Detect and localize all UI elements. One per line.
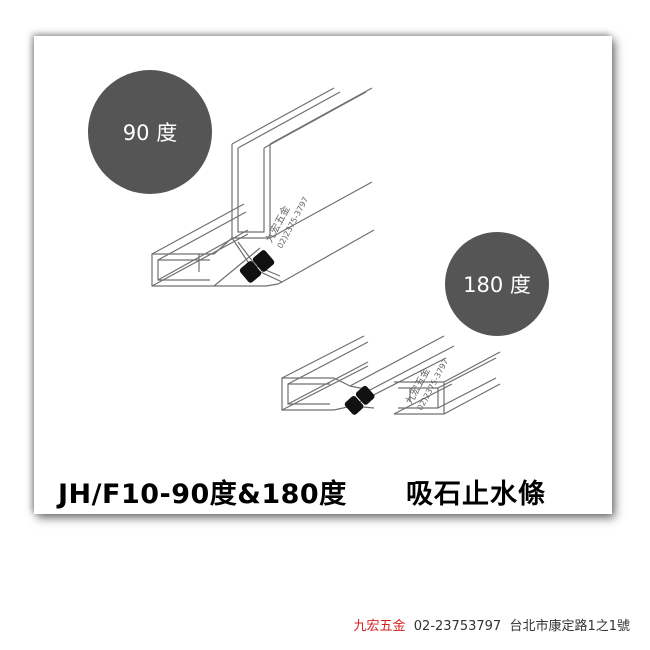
model-title: JH/F10-90度&180度 <box>58 479 347 510</box>
store-address: 台北市康定路1之1號 <box>509 619 630 634</box>
seal-strip-drawing: 九宏五金 02)2375-3797 九宏五金 02)2375-3797 <box>151 87 501 415</box>
store-brand: 九宏五金 <box>353 619 406 634</box>
angle-90-label: 90 度 <box>122 121 178 145</box>
magnet-90 <box>239 250 275 283</box>
profile-180-degree <box>281 335 501 415</box>
angle-90-badge: 90 度 <box>88 70 212 194</box>
profile-90-degree <box>151 87 375 287</box>
angle-180-badge: 180 度 <box>445 232 549 336</box>
store-phone: 02-23753797 <box>413 619 502 634</box>
store-footer: 九宏五金 02-23753797 台北市康定路1之1號 <box>354 615 631 634</box>
product-image-card: 九宏五金 02)2375-3797 九宏五金 02)2375-3797 90 度… <box>34 36 612 514</box>
angle-180-label: 180 度 <box>463 273 531 297</box>
product-title: 吸石止水條 <box>406 479 546 510</box>
magnet-180 <box>344 385 375 415</box>
watermark-180: 九宏五金 02)2375-3797 <box>402 357 450 411</box>
